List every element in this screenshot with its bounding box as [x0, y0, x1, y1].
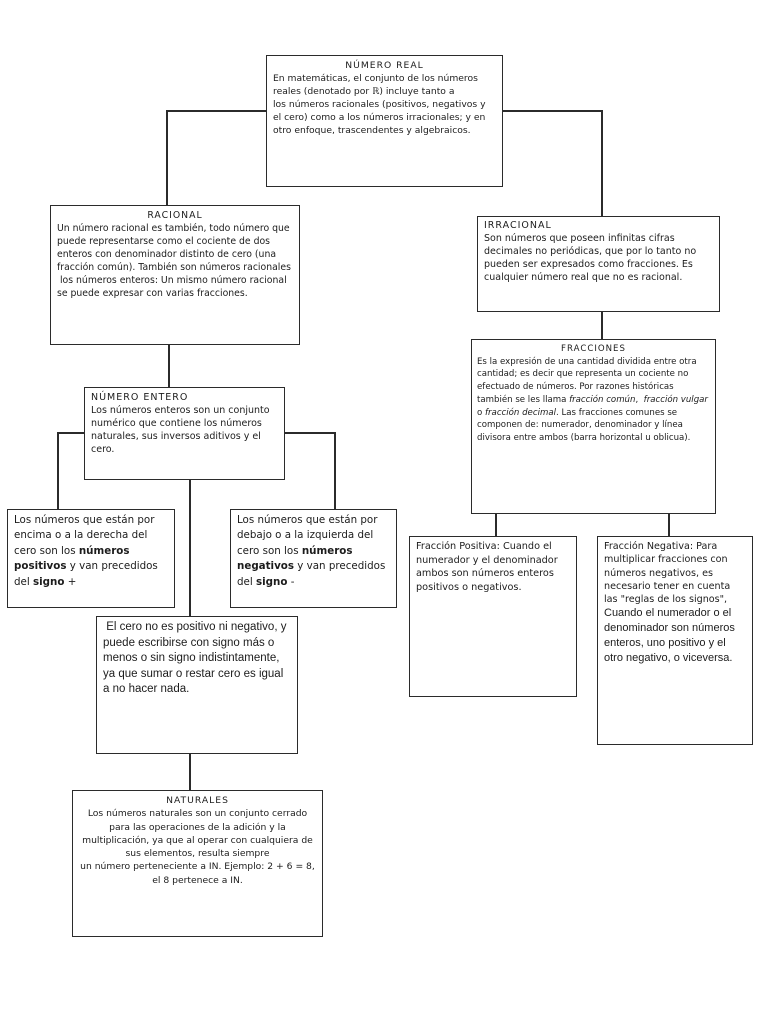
fracciones-title: FRACCIONES	[561, 344, 626, 354]
connector-entero-to-cero	[189, 480, 191, 616]
connector-real-to-racional-v	[166, 110, 168, 205]
fraccion-negativa-body: Fracción Negativa: Para multiplicar frac…	[604, 541, 738, 665]
fracciones-body: Es la expresión de una cantidad dividida…	[477, 356, 711, 443]
connector-irracional-to-fracciones	[601, 312, 603, 339]
connector-fracciones-to-negativa	[668, 514, 670, 536]
connector-entero-to-positivos-v	[57, 432, 59, 510]
connector-real-to-irracional-h	[502, 110, 602, 112]
node-racional: RACIONAL Un número racional es también, …	[50, 205, 300, 345]
node-numero-real: NÚMERO REAL En matemáticas, el conjunto …	[266, 55, 503, 187]
fraccion-positiva-body: Fracción Positiva: Cuando el numerador y…	[416, 541, 561, 593]
node-fracciones: FRACCIONES Es la expresión de una cantid…	[471, 339, 716, 514]
node-numeros-positivos: Los números que están por encima o a la …	[7, 509, 175, 608]
positivos-body: Los números que están por encima o a la …	[14, 514, 162, 588]
node-numeros-negativos: Los números que están por debajo o a la …	[230, 509, 397, 608]
naturales-body: Los números naturales son un conjunto ce…	[80, 808, 315, 886]
connector-real-to-irracional-v	[601, 110, 603, 216]
connector-entero-to-negativos-h	[285, 432, 335, 434]
numero-real-body: En matemáticas, el conjunto de los númer…	[273, 73, 486, 136]
node-numero-entero: NÚMERO ENTERO Los números enteros son un…	[84, 387, 285, 480]
connector-real-to-racional-h	[166, 110, 266, 112]
numero-entero-body: Los números enteros son un conjunto numé…	[91, 405, 273, 455]
connector-fracciones-to-positiva	[495, 514, 497, 536]
connector-racional-to-entero	[168, 345, 170, 387]
cero-body: El cero no es positivo ni negativo, y pu…	[103, 621, 290, 695]
node-irracional: IRRACIONAL Son números que poseen infini…	[477, 216, 720, 312]
irracional-title: IRRACIONAL	[484, 220, 552, 231]
node-fraccion-positiva: Fracción Positiva: Cuando el numerador y…	[409, 536, 577, 697]
connector-entero-to-positivos-h	[57, 432, 84, 434]
connector-cero-to-naturales	[189, 754, 191, 790]
racional-body: Un número racional es también, todo núme…	[57, 223, 291, 299]
node-fraccion-negativa: Fracción Negativa: Para multiplicar frac…	[597, 536, 753, 745]
negativos-body: Los números que están por debajo o a la …	[237, 514, 389, 588]
connector-entero-to-negativos-v	[334, 432, 336, 510]
numero-entero-title: NÚMERO ENTERO	[91, 392, 189, 403]
naturales-title: NATURALES	[166, 795, 229, 806]
irracional-body: Son números que poseen infinitas cifras …	[484, 232, 700, 283]
node-cero: El cero no es positivo ni negativo, y pu…	[96, 616, 298, 754]
node-naturales: NATURALES Los números naturales son un c…	[72, 790, 323, 937]
numero-real-title: NÚMERO REAL	[345, 60, 424, 71]
racional-title: RACIONAL	[147, 210, 203, 221]
